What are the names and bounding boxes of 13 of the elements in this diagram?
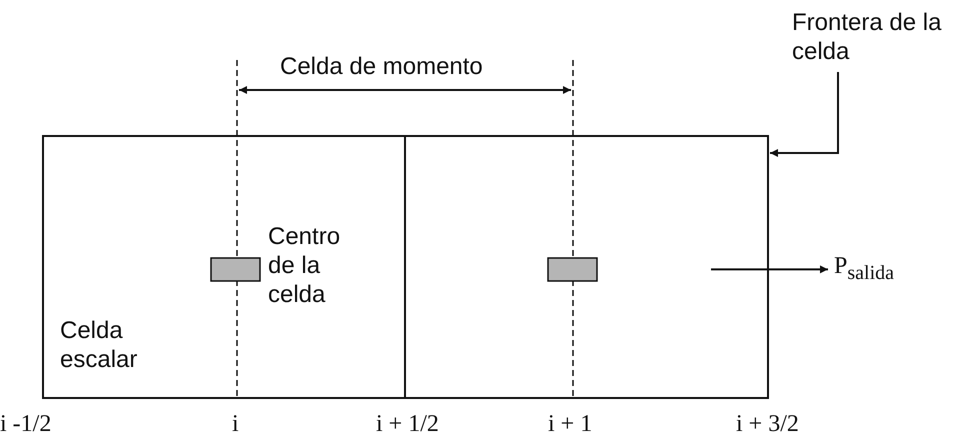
- grid-index-label: i: [232, 410, 239, 438]
- dimension-label: Celda de momento: [280, 52, 483, 81]
- boundary-caption: Frontera de la celda: [792, 8, 962, 66]
- cell-frame: [42, 135, 769, 399]
- outlet-pressure-label: P$_{salida}$: [834, 252, 894, 287]
- grid-index-label: i + 1/2: [376, 410, 439, 438]
- leader-line: [770, 72, 839, 157]
- arrow: [711, 265, 828, 274]
- grid-index-label: i -1/2: [0, 410, 52, 438]
- grid-index-label: i + 1: [548, 410, 592, 438]
- scalar-cell-label: Celda escalar: [60, 316, 138, 374]
- grid-index-label: i + 3/2: [736, 410, 799, 438]
- cell-center-label: Centro de la celda: [268, 222, 342, 309]
